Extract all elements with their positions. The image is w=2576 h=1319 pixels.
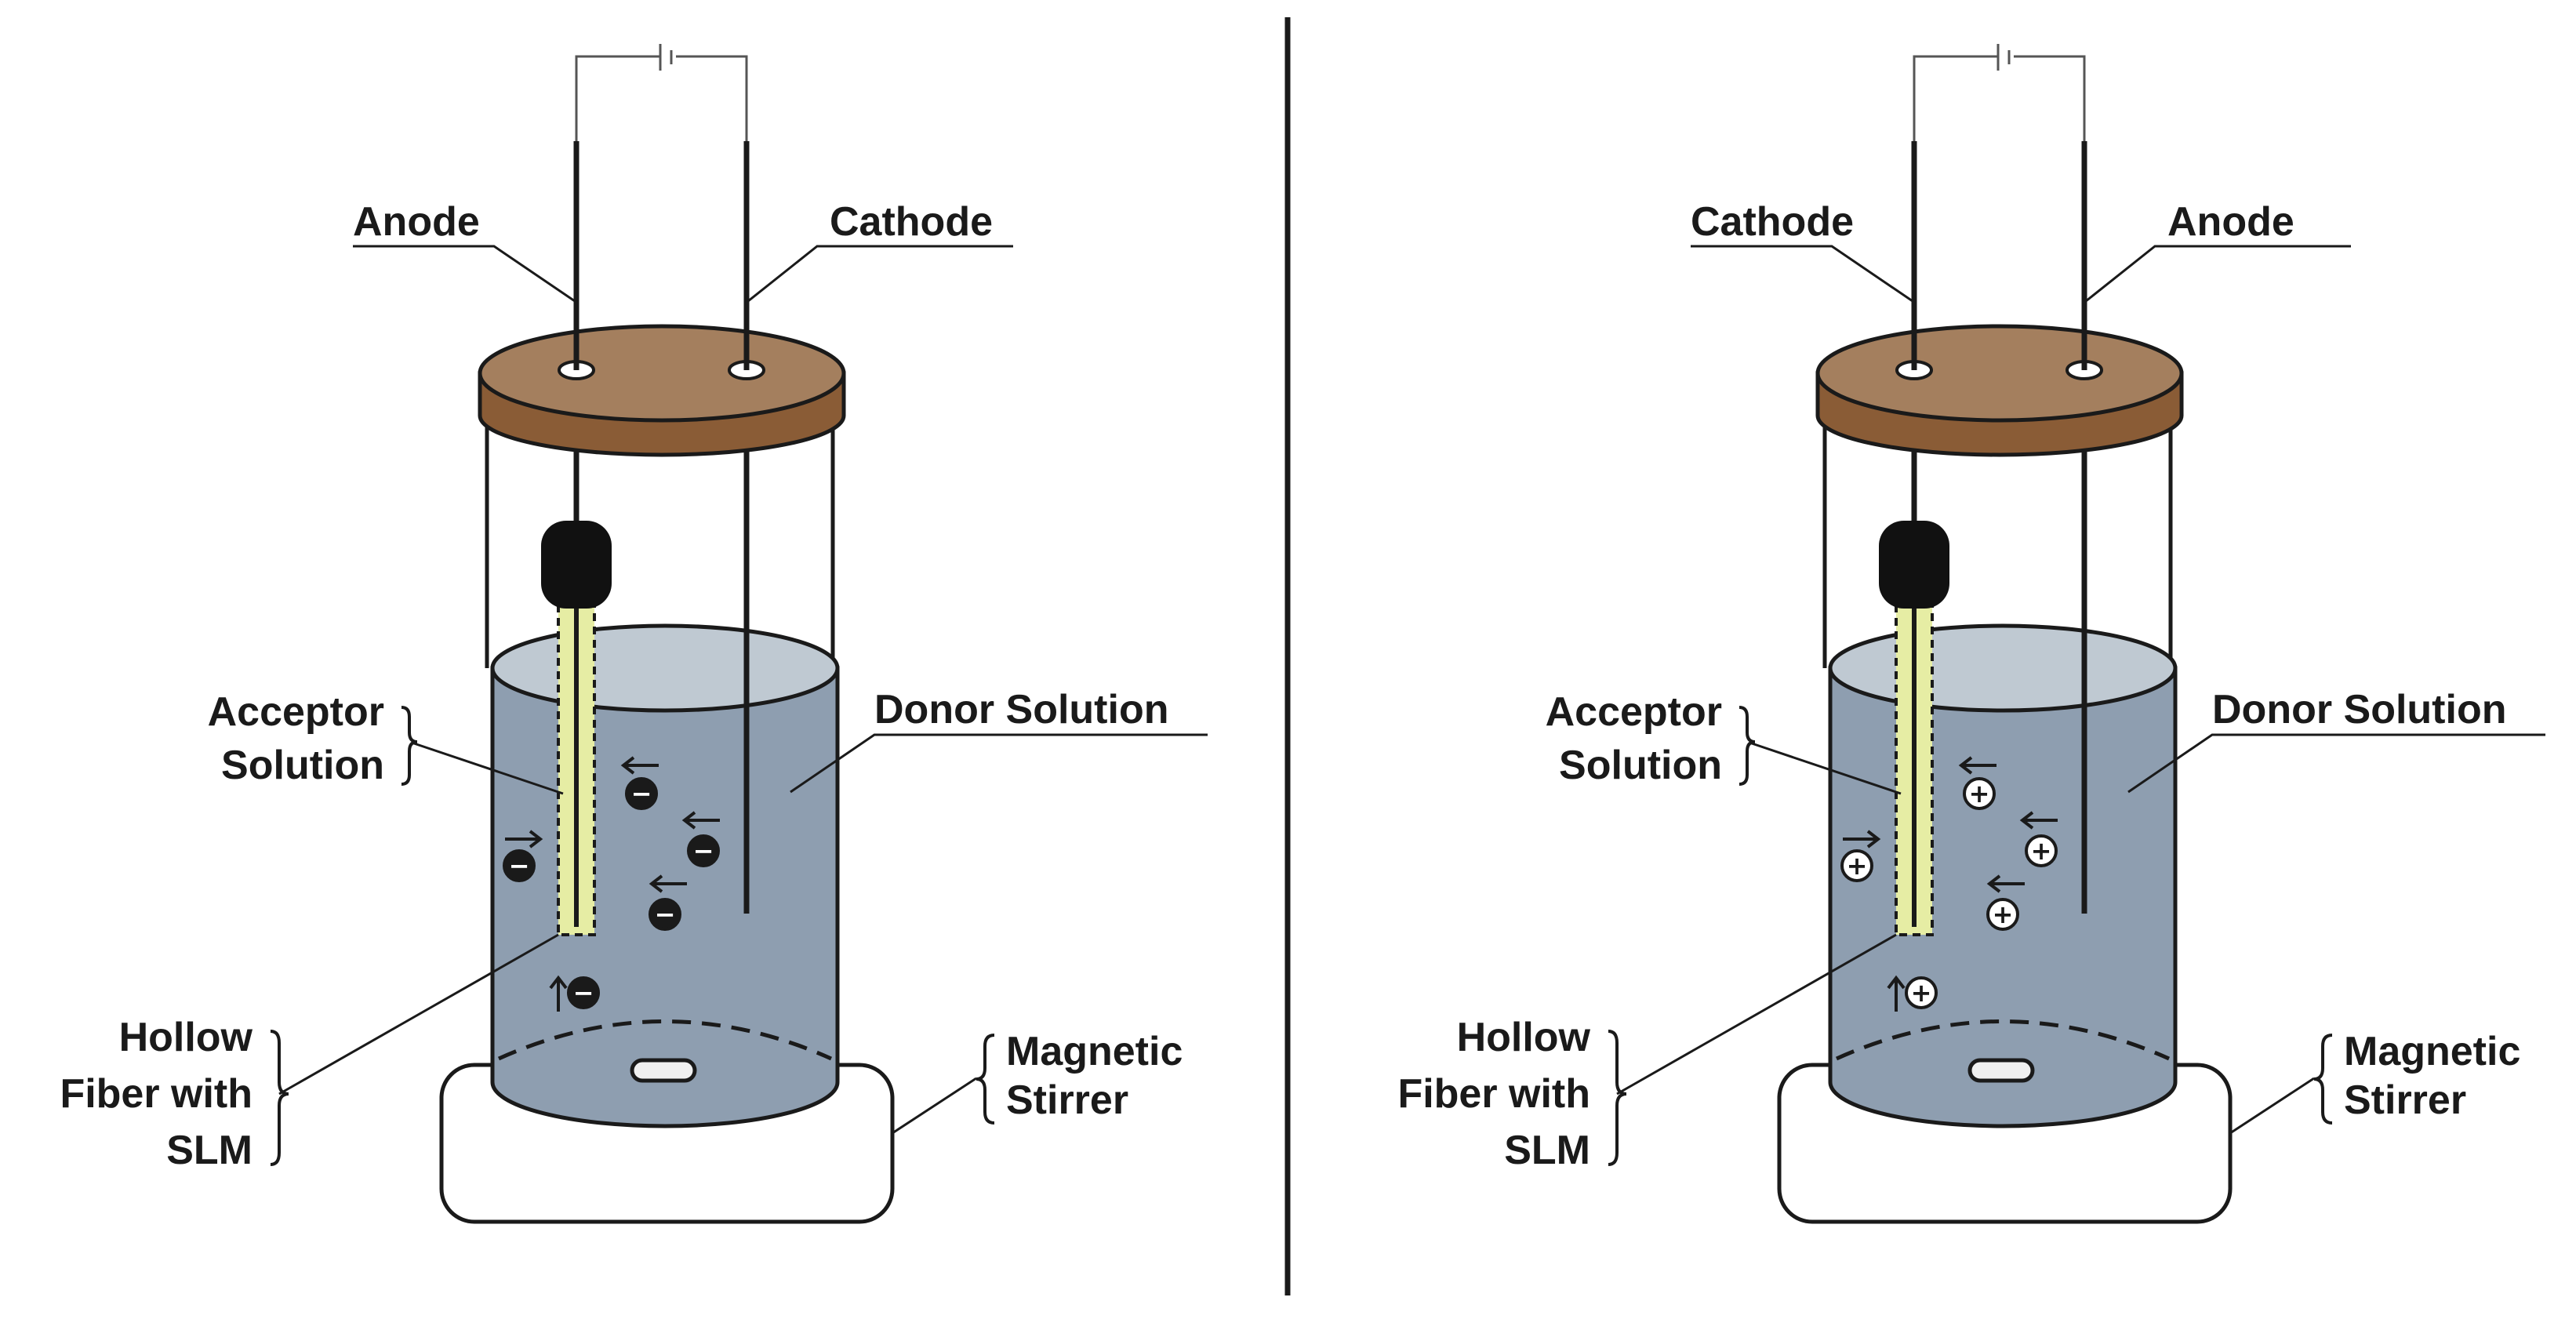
electrode-left-label: Anode <box>353 199 480 245</box>
fiber-label-line2: Fiber with <box>60 1071 253 1117</box>
electrode-right-label: Cathode <box>830 199 993 245</box>
fiber-label-line1: Hollow <box>119 1015 253 1060</box>
ion-symbol: − <box>573 978 594 1008</box>
ion-anion: − <box>625 777 658 810</box>
ion-anion: − <box>567 976 600 1009</box>
ion-anion: − <box>687 834 720 867</box>
ion-cation: + <box>1905 976 1938 1009</box>
acceptor-label-line2: Solution <box>221 743 384 788</box>
ion-cation: + <box>2025 834 2058 867</box>
acceptor-label-line2: Solution <box>1559 743 1722 788</box>
ion-symbol: − <box>631 779 652 808</box>
ion-cation: + <box>1840 849 1873 882</box>
ion-symbol: + <box>1847 851 1868 881</box>
stirrer-label-line2: Stirrer <box>1006 1077 1128 1123</box>
acceptor-label-line1: Acceptor <box>1546 689 1722 735</box>
stirrer-label-line1: Magnetic <box>1006 1029 1183 1074</box>
ion-anion: − <box>503 849 536 882</box>
ion-symbol: − <box>509 851 530 881</box>
ion-anion: − <box>649 898 681 931</box>
ion-cation: + <box>1963 777 1996 810</box>
fiber-label-line3: SLM <box>1504 1128 1590 1173</box>
stirrer-label-line2: Stirrer <box>2344 1077 2466 1123</box>
electrode-left-label: Cathode <box>1691 199 1854 245</box>
fiber-label-line1: Hollow <box>1457 1015 1591 1060</box>
acceptor-label-line1: Acceptor <box>208 689 384 735</box>
donor-solution-label: Donor Solution <box>2212 687 2506 732</box>
fiber-label-line2: Fiber with <box>1397 1071 1590 1117</box>
ion-symbol: − <box>693 836 714 866</box>
donor-solution-label: Donor Solution <box>874 687 1168 732</box>
ion-cation: + <box>1986 898 2019 931</box>
ion-symbol: − <box>655 899 676 929</box>
electrode-right-label: Anode <box>2167 199 2294 245</box>
fiber-label-line3: SLM <box>166 1128 253 1173</box>
ion-symbol: + <box>2031 836 2052 866</box>
stirrer-label-line1: Magnetic <box>2344 1029 2520 1074</box>
ion-symbol: + <box>1993 899 2014 929</box>
ion-symbol: + <box>1911 978 1932 1008</box>
ion-symbol: + <box>1969 779 1990 808</box>
